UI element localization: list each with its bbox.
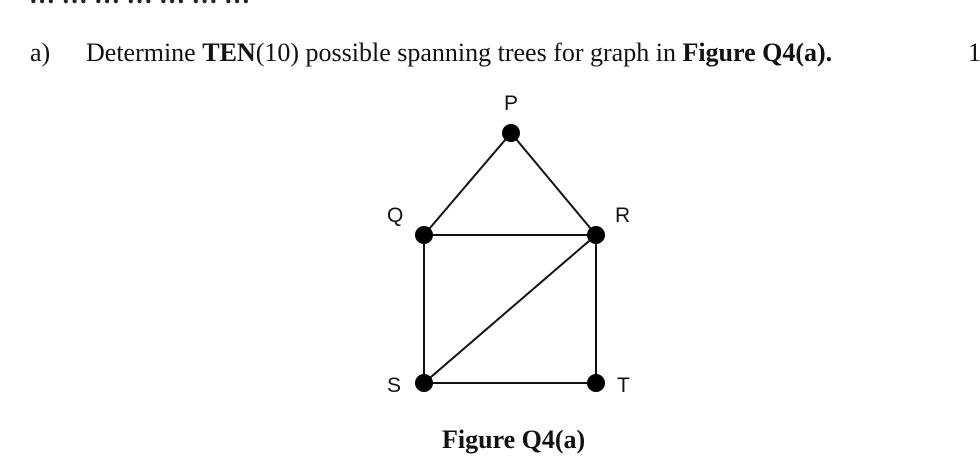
edge-p-r <box>510 132 597 236</box>
question-label: a) <box>30 38 51 67</box>
question-text-part-2: (10) possible spanning trees for graph i… <box>255 38 683 67</box>
node-t <box>587 374 605 392</box>
node-label-s: S <box>387 374 401 397</box>
node-label-r: R <box>615 204 630 227</box>
node-r <box>587 226 605 244</box>
question-text-bold-ten: TEN <box>202 38 256 67</box>
node-label-p: P <box>504 92 518 115</box>
node-p <box>502 124 520 142</box>
cut-off-header-text: … … … … … … … <box>30 0 251 10</box>
edge-p-q <box>423 132 512 236</box>
node-s <box>415 374 433 392</box>
graph-nodes <box>415 124 605 392</box>
marks-indicator: 1 <box>968 38 980 67</box>
node-q <box>415 226 433 244</box>
node-label-t: T <box>617 374 630 397</box>
edge-r-s <box>423 234 597 384</box>
graph-edges <box>423 132 597 384</box>
figure-caption: Figure Q4(a) <box>442 425 586 454</box>
question-text-part-1: Determine <box>86 38 203 67</box>
graph-node-labels: P Q R S T <box>387 92 630 397</box>
question-text: Determine TEN(10) possible spanning tree… <box>86 38 832 68</box>
question-text-bold-figure-ref: Figure Q4(a). <box>682 38 833 67</box>
node-label-q: Q <box>387 204 403 227</box>
